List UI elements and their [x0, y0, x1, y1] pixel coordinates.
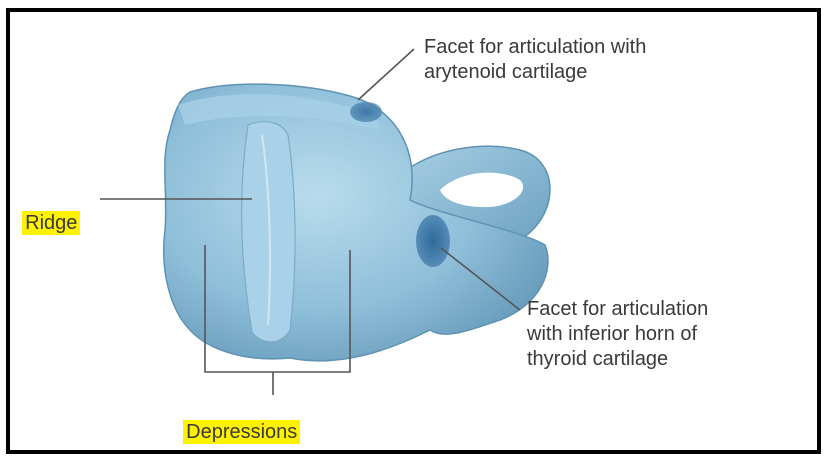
label-ridge-text: Ridge: [22, 211, 80, 235]
arytenoid-facet: [350, 102, 382, 122]
label-depressions: Depressions: [172, 395, 300, 445]
label-facet-arytenoid: Facet for articulation with arytenoid ca…: [424, 35, 646, 85]
leader-facet-arytenoid: [358, 49, 414, 100]
label-depressions-text: Depressions: [183, 420, 300, 444]
label-ridge: Ridge: [11, 186, 80, 236]
label-facet-thyroid: Facet for articulation with inferior hor…: [527, 297, 708, 372]
thyroid-facet: [416, 215, 450, 267]
